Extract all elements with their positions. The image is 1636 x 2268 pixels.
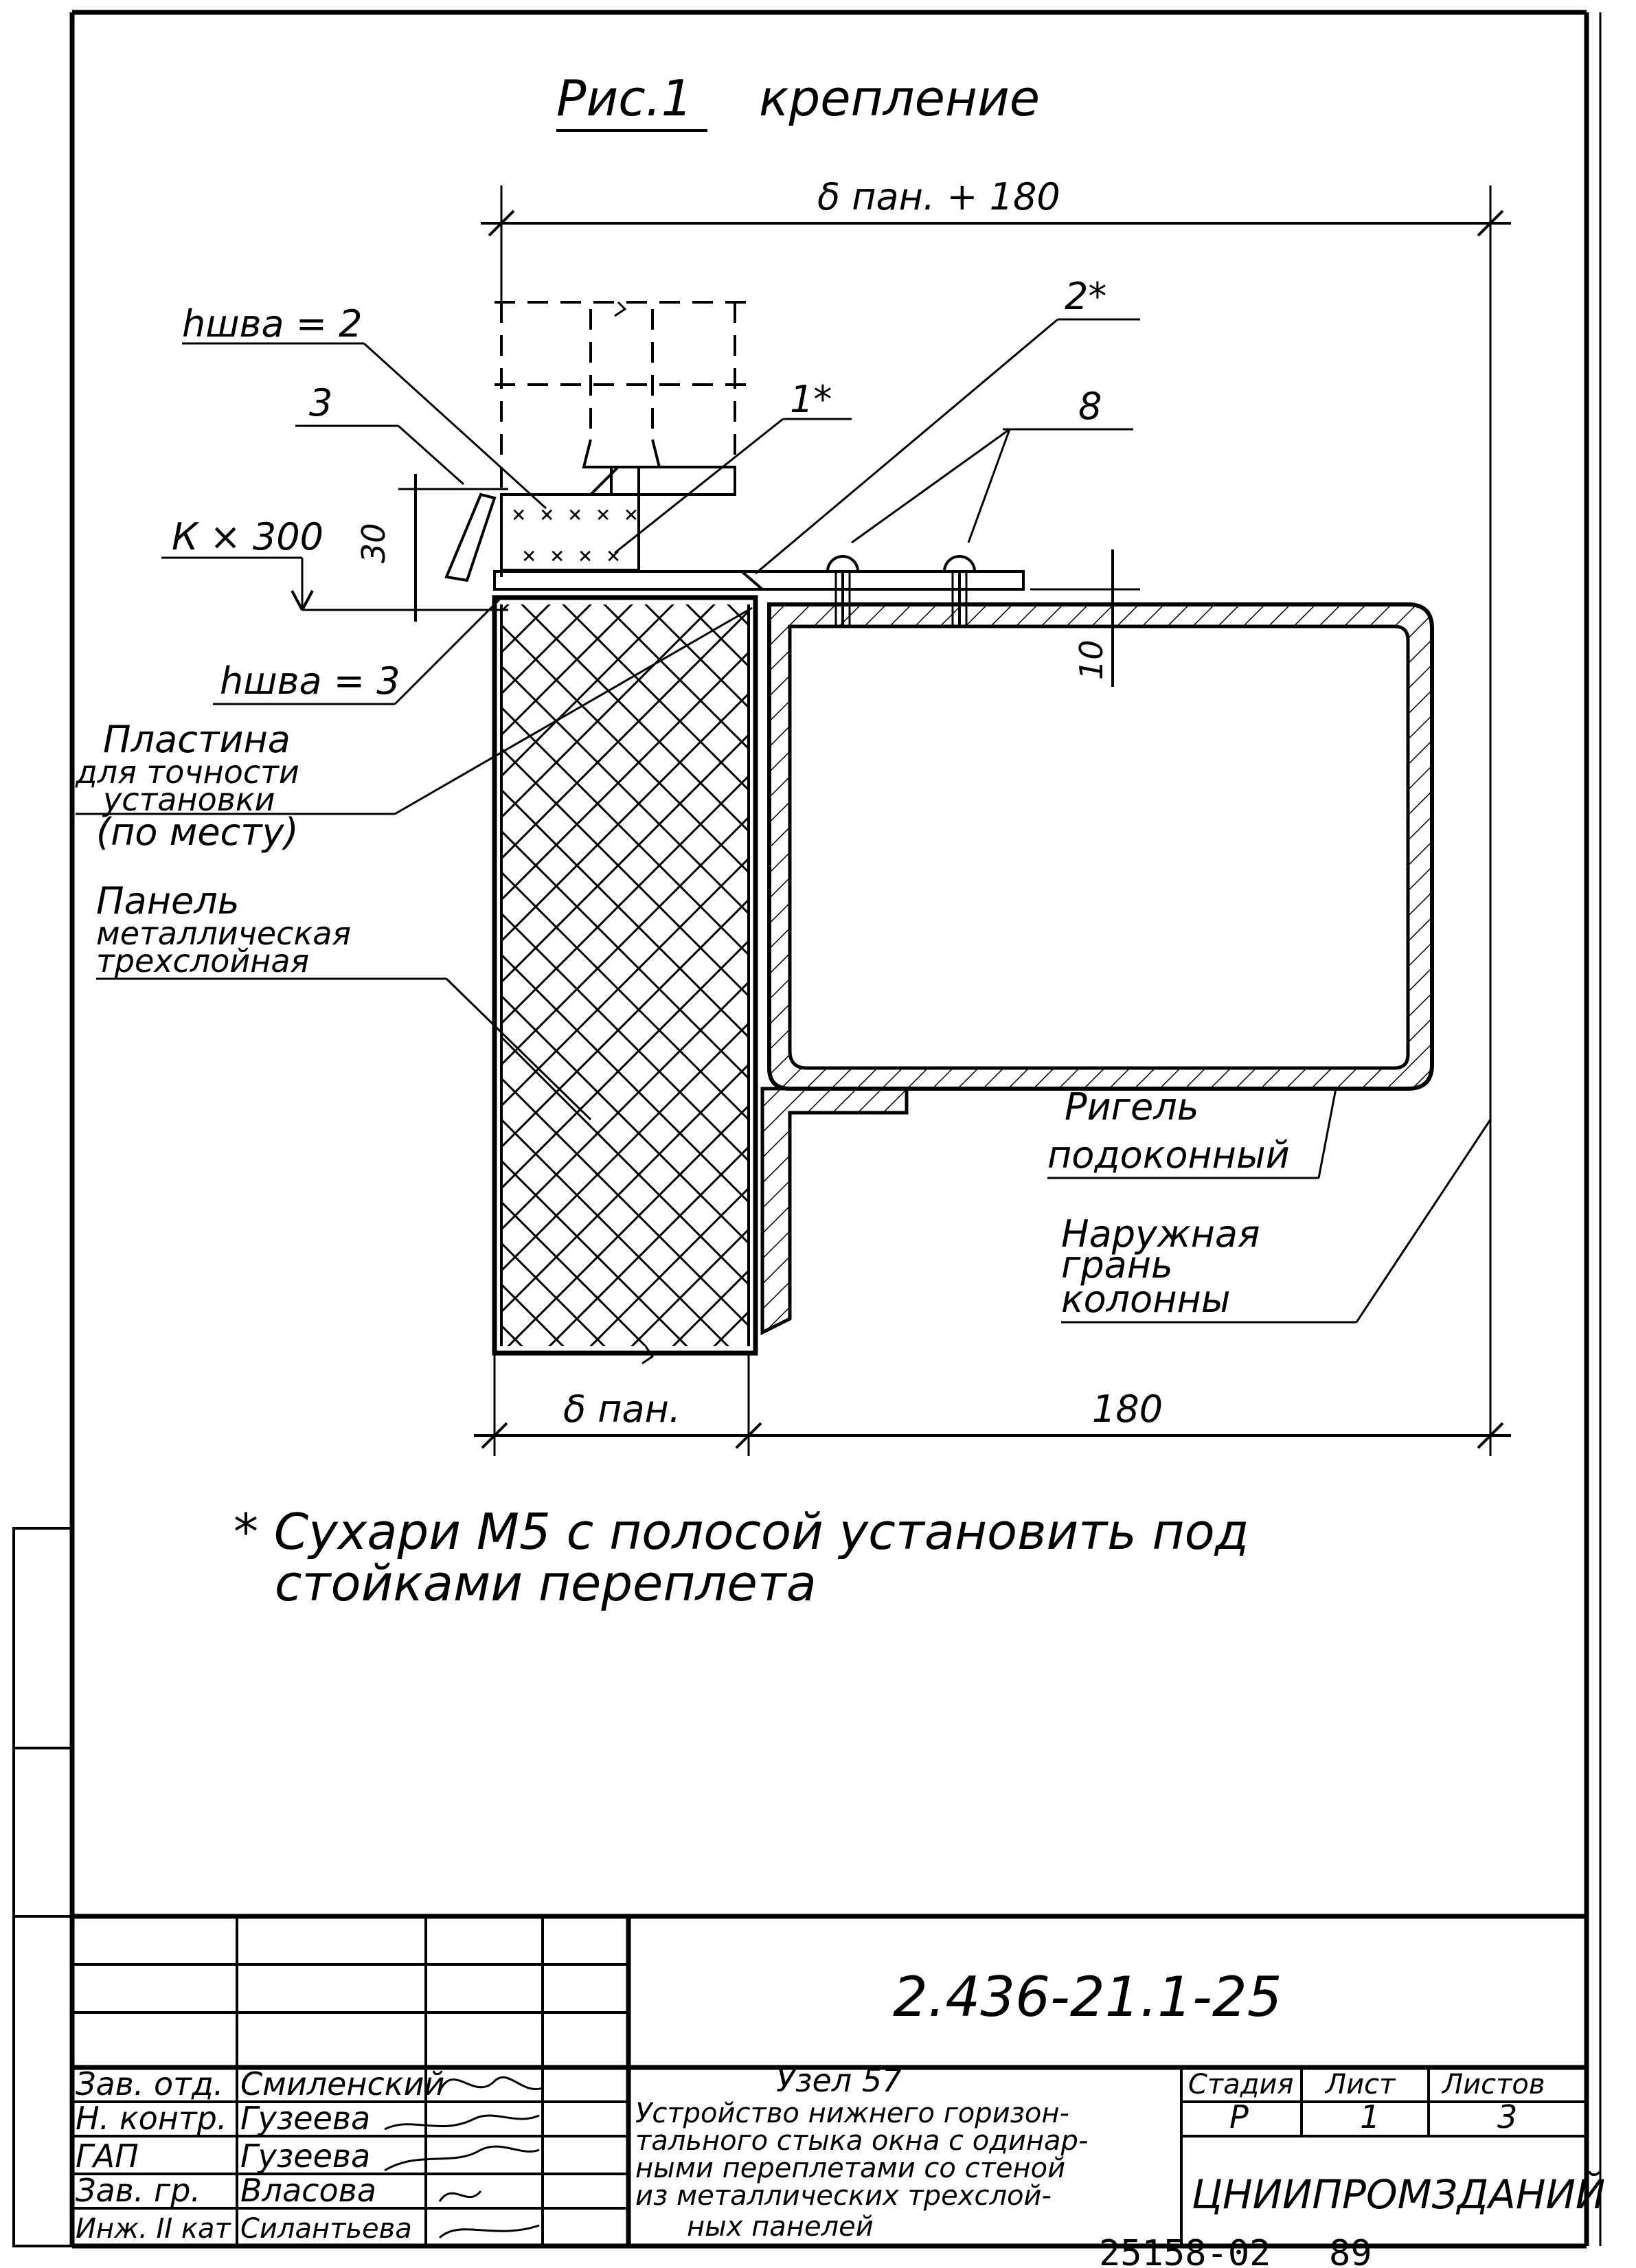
sheets-value: 3 [1497, 2098, 1517, 2135]
sheet-frame [12, 10, 1602, 2249]
label-item-1: 1* [790, 378, 832, 421]
label-k300: К × 300 [172, 515, 323, 558]
label-item-3: 3 [309, 381, 332, 424]
svg-text:× × × × ×: × × × × × [512, 501, 638, 528]
page-number: 89 [1329, 2233, 1372, 2268]
role-1: Зав. отд. [76, 2065, 223, 2102]
dimension-top: δ пан. + 180 [481, 175, 1511, 1456]
desc-line-5: ных панелей [687, 2211, 874, 2243]
dim-top-total: δ пан. + 180 [817, 175, 1060, 218]
label-panel-2: металлическая [96, 915, 351, 952]
window-frame-dashed [495, 301, 755, 577]
role-3: ГАП [76, 2137, 139, 2175]
stage-value: Р [1229, 2098, 1249, 2135]
role-2: Н. контр. [76, 2100, 227, 2137]
strip-plate [493, 570, 1025, 591]
label-panel-3: трехслойная [96, 942, 309, 979]
name-3: Гузеева [240, 2137, 370, 2175]
svg-text:× × × ×: × × × × [522, 542, 620, 569]
label-panel-1: Панель [96, 879, 240, 922]
note: * Сухари М5 с полосой установить под сто… [234, 1503, 1249, 1612]
label-rigel-2: подоконный [1047, 1133, 1290, 1177]
label-plate-1: Пластина [103, 718, 291, 761]
dim-bottom-panel: δ пан. [563, 1387, 681, 1431]
sheet-value: 1 [1360, 2098, 1380, 2135]
title-block: 2.436-21.1-25 Зав. отд. Н. контр. ГАП За… [72, 1914, 1605, 2246]
note-line-2: стойками переплета [275, 1554, 817, 1612]
dim-10: 10 [1073, 639, 1110, 680]
label-plate-4: (по месту) [96, 810, 299, 854]
dim-30: 30 [355, 523, 392, 563]
dimension-bottom: δ пан. 180 [474, 1353, 1511, 1456]
label-weld-top: hшва = 2 [182, 302, 363, 345]
name-4: Власова [240, 2172, 376, 2209]
sandwich-panel [492, 595, 758, 1365]
dim-bottom-180: 180 [1092, 1387, 1163, 1431]
desc-line-2: тального стыка окна с одинар- [635, 2125, 1088, 2157]
label-face-3: колонны [1061, 1278, 1230, 1321]
label-plate-3: установки [102, 781, 275, 818]
role-4: Зав. гр. [76, 2172, 201, 2209]
signatures [384, 2076, 543, 2239]
role-5: Инж. II кат [76, 2213, 232, 2245]
label-item-2: 2* [1065, 275, 1106, 318]
name-1: Смиленский [240, 2065, 444, 2102]
drawing-code: 2.436-21.1-25 [893, 1965, 1282, 2029]
stage-header: Стадия [1188, 2069, 1293, 2100]
figure-caption: крепление [759, 69, 1040, 127]
footer: 25158-02 89 [1099, 2233, 1372, 2268]
sheet-header: Лист [1324, 2069, 1396, 2100]
leaders: hшва = 2 3 1* 2* 8 К × 300 hшва = 3 Плас… [75, 275, 1492, 1324]
glazing-bead: × × × × × × × × × [444, 492, 640, 582]
rigel-tube [760, 602, 1434, 1336]
label-weld-bottom: hшва = 3 [220, 659, 400, 703]
figure-number: Рис.1 [556, 69, 693, 127]
label-face-1: Наружная [1061, 1212, 1260, 1256]
organization: ЦНИИПРОМЗДАНИЙ [1192, 2170, 1605, 2218]
figure-title: Рис.1 крепление [556, 69, 1040, 132]
desc-line-1: Устройство нижнего горизон- [635, 2098, 1069, 2129]
label-rigel-1: Ригель [1065, 1085, 1199, 1129]
label-face-2: грань [1061, 1243, 1173, 1286]
name-5: Силантьева [240, 2213, 412, 2245]
label-plate-2: для точности [75, 753, 299, 791]
note-line-1: * Сухари М5 с полосой установить под [234, 1503, 1249, 1561]
desc-line-4: из металлических трехслой- [635, 2180, 1052, 2212]
name-2: Гузеева [240, 2100, 370, 2137]
node-title: Узел 57 [776, 2062, 902, 2099]
sheets-header: Листов [1441, 2069, 1545, 2100]
desc-line-3: ными переплетами со стеной [635, 2153, 1065, 2184]
label-item-8: 8 [1078, 385, 1102, 428]
archive-number: 25158-02 [1099, 2233, 1271, 2268]
